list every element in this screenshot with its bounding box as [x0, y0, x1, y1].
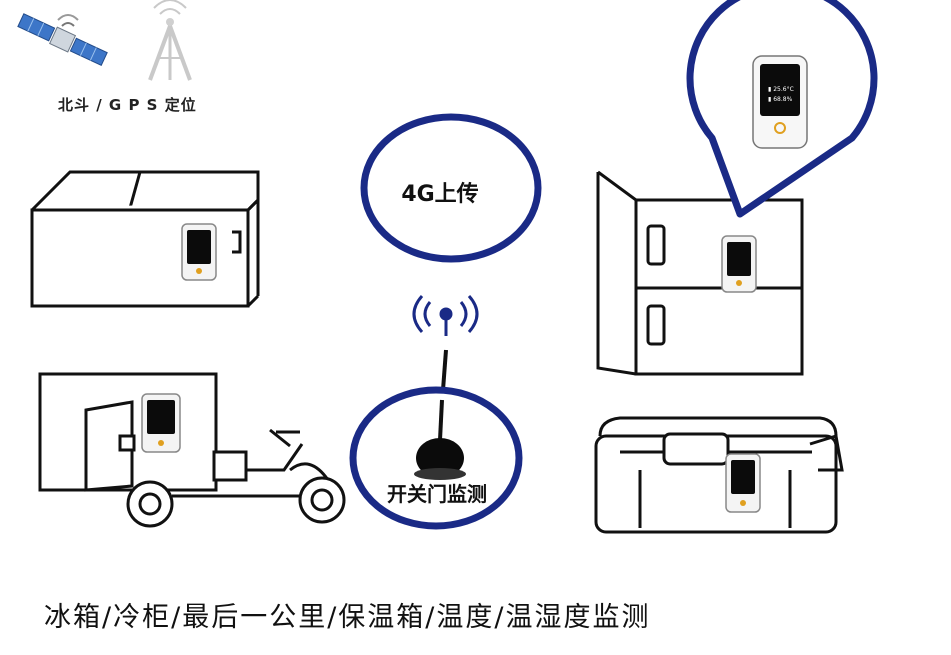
- svg-text:▮ 25.6°C: ▮ 25.6°C: [768, 86, 794, 93]
- sensor-device: [141, 393, 181, 453]
- upload-circle: [360, 113, 542, 263]
- signal-antenna-icon: [412, 295, 479, 336]
- caption: 冰箱/冷柜/最后一公里/保温箱/温度/温湿度监测: [44, 602, 651, 633]
- svg-text:▮ 68.8%: ▮ 68.8%: [768, 96, 793, 103]
- sensor-device: [721, 235, 757, 293]
- cooler-box-illustration: [594, 416, 844, 534]
- gps-label: 北斗 / G P S 定位: [58, 96, 197, 114]
- map-pin-callout: ▮ 25.6°C ▮ 68.8%: [686, 0, 878, 218]
- upload-label: 4G上传: [401, 182, 479, 207]
- sensor-device: [181, 223, 217, 281]
- refrigerator-illustration: [596, 170, 804, 376]
- chest-freezer-illustration: [30, 170, 260, 308]
- satellite-icon: [17, 13, 108, 67]
- magnetic-sensor-icon: [414, 399, 466, 480]
- delivery-tricycle-illustration: [38, 372, 346, 528]
- door-monitor-label: 开关门监测: [387, 482, 487, 506]
- antenna-tower-icon: [148, 0, 192, 81]
- sensor-device: [725, 453, 761, 513]
